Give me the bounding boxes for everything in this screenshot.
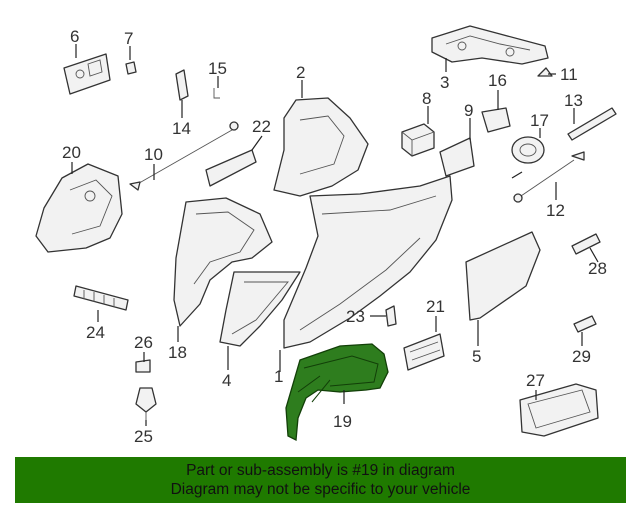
callout-5: 5 bbox=[472, 347, 481, 366]
part-14 bbox=[175, 69, 189, 101]
part-6 bbox=[63, 53, 111, 95]
callout-12: 12 bbox=[546, 201, 565, 220]
part-24 bbox=[73, 285, 129, 311]
callout-16: 16 bbox=[488, 71, 507, 90]
part-28 bbox=[571, 233, 601, 255]
leader-lines bbox=[71, 44, 599, 426]
part-1 bbox=[283, 175, 453, 349]
part-3 bbox=[431, 25, 549, 65]
callout-24: 24 bbox=[86, 323, 105, 342]
callout-14: 14 bbox=[172, 119, 191, 138]
callout-25: 25 bbox=[134, 427, 153, 446]
callout-28: 28 bbox=[588, 259, 607, 278]
callout-3: 3 bbox=[440, 73, 449, 92]
part-11 bbox=[537, 67, 553, 77]
callout-21: 21 bbox=[426, 297, 445, 316]
part-4 bbox=[219, 271, 301, 347]
part-18 bbox=[173, 197, 273, 327]
callout-15: 15 bbox=[208, 59, 227, 78]
part-20 bbox=[35, 163, 123, 253]
callout-2: 2 bbox=[296, 63, 305, 82]
part-19-highlighted bbox=[285, 343, 389, 442]
banner-line-2: Diagram may not be specific to your vehi… bbox=[170, 481, 471, 498]
callout-13: 13 bbox=[564, 91, 583, 110]
part-27 bbox=[519, 383, 599, 437]
part-21 bbox=[403, 333, 445, 371]
part-17 bbox=[511, 136, 545, 164]
callout-7: 7 bbox=[124, 29, 133, 48]
part-12 bbox=[513, 151, 585, 203]
part-15 bbox=[213, 88, 220, 99]
part-5 bbox=[465, 231, 541, 321]
callout-20: 20 bbox=[62, 143, 81, 162]
callout-23: 23 bbox=[346, 307, 365, 326]
callout-11: 11 bbox=[560, 65, 578, 84]
part-22 bbox=[205, 149, 257, 187]
part-29 bbox=[573, 315, 597, 333]
fitment-notice-banner: Part or sub-assembly is #19 in diagram D… bbox=[15, 457, 626, 503]
part-8 bbox=[401, 123, 435, 157]
callout-22: 22 bbox=[252, 117, 271, 136]
callout-6: 6 bbox=[70, 27, 79, 46]
callout-10: 10 bbox=[144, 145, 163, 164]
part-16 bbox=[481, 107, 511, 133]
part-13 bbox=[567, 107, 617, 141]
callout-19: 19 bbox=[333, 412, 352, 431]
callout-29: 29 bbox=[572, 347, 591, 366]
callout-9: 9 bbox=[464, 101, 473, 120]
part-2 bbox=[273, 97, 369, 197]
callout-8: 8 bbox=[422, 89, 431, 108]
banner-line-1: Part or sub-assembly is #19 in diagram bbox=[186, 462, 455, 479]
part-7 bbox=[125, 61, 137, 75]
callout-26: 26 bbox=[134, 333, 153, 352]
callout-labels: 6 7 15 14 2 3 16 11 8 9 13 17 22 20 10 1… bbox=[62, 27, 607, 446]
callout-18: 18 bbox=[168, 343, 187, 362]
part-9 bbox=[439, 137, 475, 177]
callout-1: 1 bbox=[274, 367, 283, 386]
part-26 bbox=[135, 359, 151, 373]
part-25 bbox=[135, 387, 157, 420]
callout-27: 27 bbox=[526, 371, 545, 390]
part-10 bbox=[129, 121, 239, 191]
part-23 bbox=[385, 305, 397, 327]
callout-17: 17 bbox=[530, 111, 549, 130]
callout-4: 4 bbox=[222, 371, 231, 390]
parts-diagram: 6 7 15 14 2 3 16 11 8 9 13 17 22 20 10 1… bbox=[35, 25, 617, 446]
